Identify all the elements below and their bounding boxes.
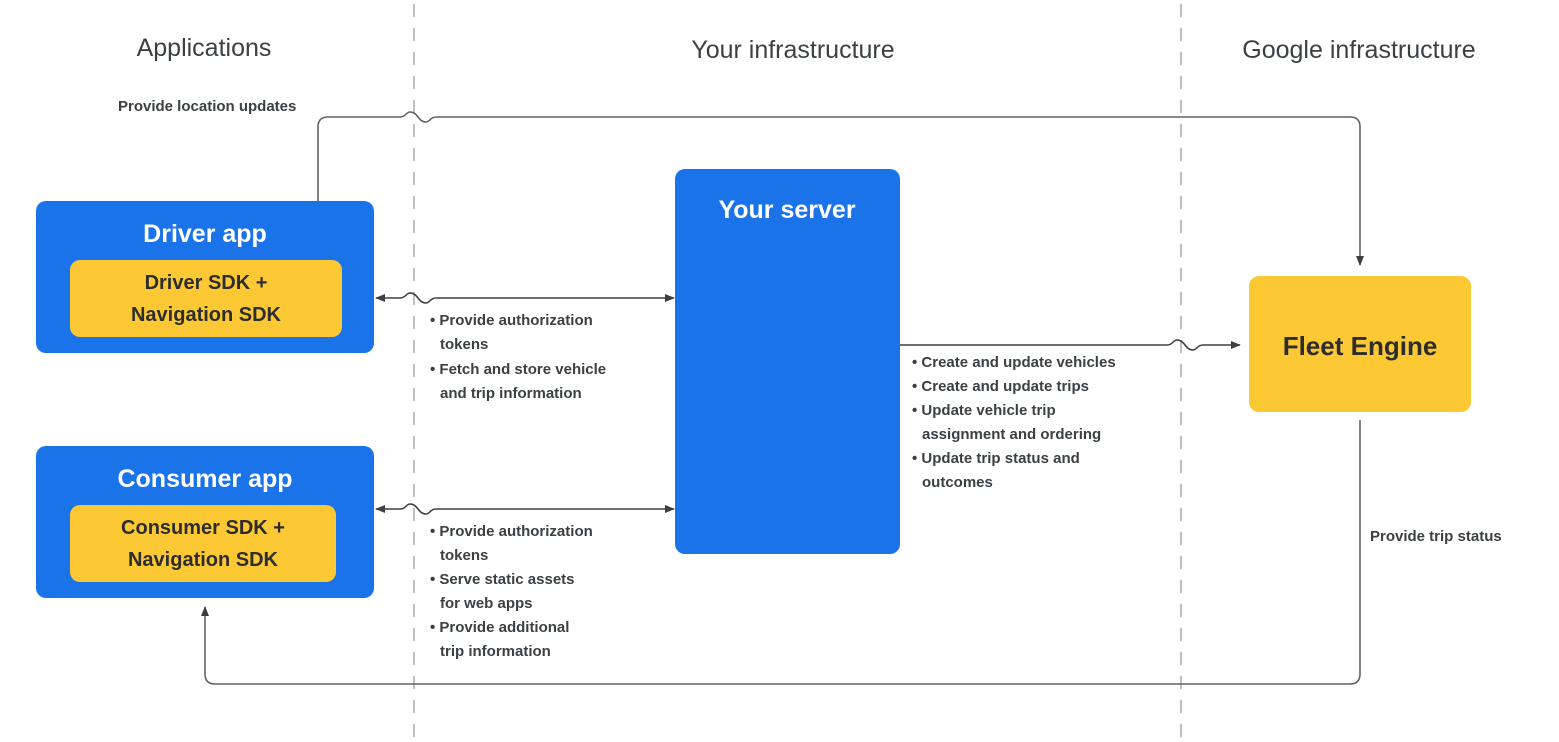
node-your-server[interactable]: Your server [675,169,900,554]
bullet-line: • Update vehicle trip [912,402,1056,419]
bullet-line: tokens [440,547,488,564]
node-driver-app[interactable]: Driver app Driver SDK + Navigation SDK [36,201,374,353]
bullet-line: • Create and update trips [912,378,1089,395]
bullet-line: • Provide additional [430,619,569,636]
node-fleet-engine[interactable]: Fleet Engine [1249,276,1471,412]
consumer-sdk-box[interactable] [70,505,336,582]
edge-label-provide-location-updates: Provide location updates [118,98,296,115]
bullet-line: for web apps [440,595,533,612]
driver-app-title: Driver app [143,220,267,248]
driver-sdk-label-line1: Driver SDK + [145,272,268,294]
your-server-title: Your server [718,196,855,224]
edge-label-provide-trip-status: Provide trip status [1370,528,1502,545]
bullets-server-fleet-engine: • Create and update vehicles • Create an… [912,354,1116,491]
connector-server-to-fleet-engine [900,339,1241,351]
fleet-engine-box[interactable] [1249,276,1471,412]
bullet-line: assignment and ordering [922,426,1101,443]
connector-fleet-engine-to-consumer-app [201,420,1361,685]
bullet-line: outcomes [922,474,993,491]
bullet-line: • Serve static assets [430,571,575,588]
bullet-line: and trip information [440,385,582,402]
connector-driver-app-server-bidirectional [375,292,675,304]
your-server-box[interactable] [675,169,900,554]
node-consumer-app[interactable]: Consumer app Consumer SDK + Navigation S… [36,446,374,598]
fleet-engine-title: Fleet Engine [1283,331,1438,361]
bullet-line: trip information [440,643,551,660]
connector-driver-app-to-fleet-engine [317,111,1364,287]
zone-header-your-infrastructure: Your infrastructure [691,36,894,64]
bullets-driver-app-server: • Provide authorization tokens • Fetch a… [430,312,606,402]
bullet-line: tokens [440,336,488,353]
consumer-sdk-label-line2: Navigation SDK [128,549,279,571]
zone-header-applications: Applications [137,34,272,62]
bullet-line: • Provide authorization [430,312,593,329]
bullet-line: • Provide authorization [430,523,593,540]
bullet-line: • Update trip status and [912,450,1080,467]
zone-header-google-infrastructure: Google infrastructure [1242,36,1475,64]
connector-consumer-app-server-bidirectional [375,503,675,515]
bullet-line: • Fetch and store vehicle [430,361,606,378]
consumer-app-title: Consumer app [117,465,292,493]
bullets-consumer-app-server: • Provide authorization tokens • Serve s… [430,523,593,660]
consumer-sdk-label-line1: Consumer SDK + [121,517,285,539]
driver-sdk-label-line2: Navigation SDK [131,304,282,326]
bullet-line: • Create and update vehicles [912,354,1116,371]
driver-sdk-box[interactable] [70,260,342,337]
